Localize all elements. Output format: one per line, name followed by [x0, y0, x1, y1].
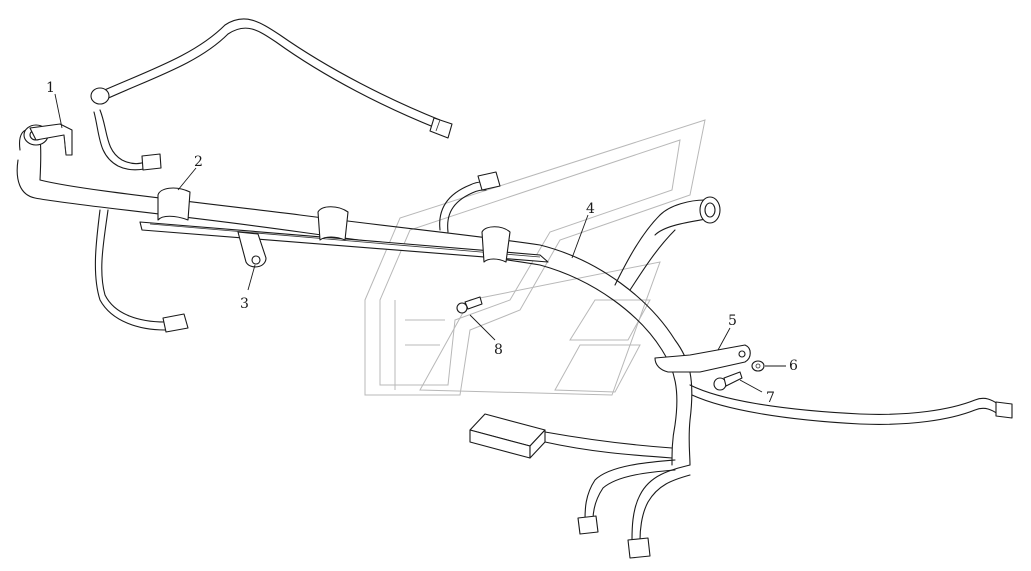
bolt-7 — [713, 371, 743, 391]
bottom-branches — [577, 459, 691, 559]
callout-1: 1 — [46, 80, 55, 96]
leader-lines — [54, 93, 786, 393]
bottom-left-connector — [577, 515, 599, 535]
callout-2: 2 — [194, 154, 203, 170]
bolt-8 — [456, 296, 483, 314]
clip-1 — [29, 123, 73, 156]
callout-8: 8 — [494, 342, 503, 358]
main-harness-tube — [16, 124, 693, 466]
callout-3: 3 — [240, 296, 249, 312]
left-small-connector — [141, 153, 162, 171]
bottom-right-connector — [627, 537, 651, 559]
middle-top-connector — [477, 171, 501, 191]
bracket-5 — [654, 344, 751, 373]
callout-4: 4 — [586, 201, 595, 217]
left-branch-wire — [90, 87, 162, 171]
bracket-3 — [237, 231, 267, 268]
large-connector — [469, 413, 673, 459]
top-connector — [429, 117, 453, 139]
upper-wire — [99, 18, 453, 139]
lower-left-connector — [162, 313, 189, 333]
callout-6: 6 — [789, 358, 798, 374]
tube-clamps — [157, 187, 511, 263]
washer-6 — [751, 360, 765, 372]
lower-left-wire — [94, 209, 189, 333]
right-end-connector — [995, 401, 1013, 419]
middle-branch-wire — [439, 171, 501, 233]
callout-labels: 1 2 3 4 5 6 7 8 — [46, 80, 798, 406]
right-tube-end — [614, 196, 721, 291]
watermark-logo — [364, 119, 706, 396]
right-long-wire — [689, 384, 1013, 425]
callout-7: 7 — [766, 390, 775, 406]
callout-5: 5 — [728, 313, 737, 329]
